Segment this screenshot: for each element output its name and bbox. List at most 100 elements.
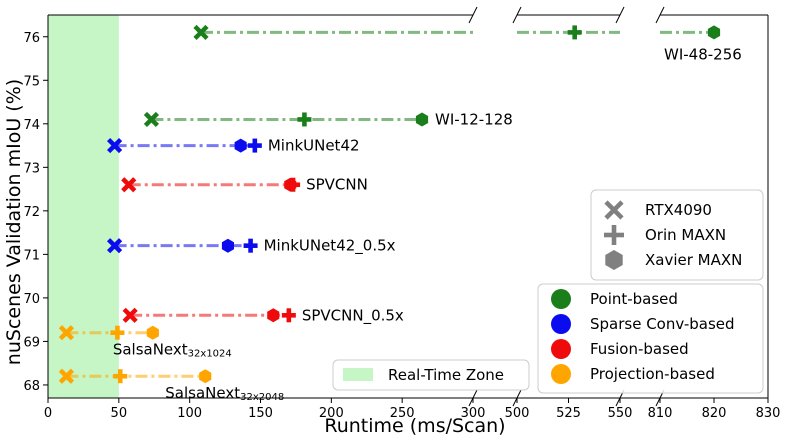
axis-break-mark (468, 6, 478, 24)
x-tick-label: 250 (390, 406, 415, 421)
rtx4090-point-stroke (58, 325, 75, 341)
orin-point-bar (572, 25, 577, 40)
x-icon (604, 200, 624, 220)
rtx4090-point-stroke (106, 137, 123, 154)
x-tick-label: 830 (756, 406, 781, 421)
series-label: MinkUNet42_0.5x (264, 237, 396, 256)
xavier-point (267, 308, 280, 323)
x-tick-label: 150 (248, 406, 273, 421)
rtx4090-point-stroke (122, 307, 138, 323)
rtx4090-point (106, 238, 123, 254)
orin-point-bar (290, 177, 296, 192)
series-group (143, 111, 429, 128)
rtx4090-point (122, 307, 138, 323)
real-time-zone-legend: Real-Time Zone (332, 359, 530, 391)
series-label-subscript: 32x2048 (240, 392, 284, 403)
hexagon-icon (605, 250, 623, 270)
series-group (193, 24, 721, 41)
orin-point (286, 177, 301, 192)
series-group (58, 325, 159, 341)
orin-point (297, 112, 312, 127)
device-legend-label: RTX4090 (645, 201, 712, 219)
y-tick-label: 69 (23, 335, 40, 350)
plus-icon (604, 225, 624, 245)
rtx4090-point-stroke (193, 24, 209, 41)
xavier-point (221, 238, 234, 253)
axis-break-mark (655, 6, 665, 24)
rtx4090-point (193, 24, 209, 41)
series-label-main: WI-12-128 (435, 110, 513, 128)
series-label-subscript: 32x1024 (188, 349, 232, 360)
series-group (121, 177, 301, 193)
y-tick-label: 68 (23, 379, 40, 394)
orin-point (243, 238, 258, 253)
series-group (122, 307, 296, 323)
x-tick-label: 500 (505, 406, 530, 421)
rtx4090-point (121, 177, 137, 193)
rtx4090-point-stroke (121, 177, 137, 193)
axis-break-mark (615, 6, 625, 24)
x-axis-title: Runtime (ms/Scan) (324, 415, 505, 437)
y-tick-label: 70 (23, 292, 40, 307)
series-group (106, 137, 262, 154)
real-time-zone-legend-box (332, 359, 530, 391)
plot-area (48, 15, 119, 398)
category-legend-marker (551, 314, 571, 334)
orin-point-bar (115, 325, 120, 340)
series-label: MinkUNet42 (268, 137, 360, 155)
category-legend-label: Projection-based (590, 365, 715, 383)
series-label: SPVCNN_0.5x (302, 306, 404, 325)
y-tick-label: 76 (23, 31, 40, 46)
category-legend-marker (551, 289, 571, 309)
orin-point (110, 325, 125, 340)
category-legend-label: Fusion-based (590, 340, 689, 358)
x-tick-label: 0 (44, 406, 52, 421)
xavier-point (199, 369, 212, 384)
series-label: SalsaNext32x2048 (165, 384, 284, 403)
category-legend-box (537, 283, 764, 394)
series-group (58, 368, 212, 384)
x-tick-label: 50 (111, 406, 128, 421)
xavier-point (707, 25, 721, 40)
x-tick-label: 550 (608, 406, 633, 421)
category-legend-marker (551, 339, 571, 359)
series-label: WI-12-128 (435, 110, 513, 128)
x-tick-label: 525 (556, 406, 581, 421)
xavier-point (415, 112, 429, 127)
orin-point-bar (302, 112, 307, 127)
series-label-main: SalsaNext (165, 384, 240, 402)
device-legend-label: Orin MAXN (645, 226, 726, 244)
x-icon-stroke (604, 200, 624, 220)
y-tick-label: 73 (23, 161, 40, 176)
y-tick-label: 72 (23, 205, 40, 220)
series-label-main: WI-48-256 (664, 45, 742, 63)
x-tick-label: 200 (319, 406, 344, 421)
orin-point-bar (252, 138, 258, 153)
device-legend-label: Xavier MAXN (645, 251, 742, 269)
rtx4090-point (58, 368, 75, 384)
rtx4090-point-stroke (106, 238, 123, 254)
real-time-zone-band (48, 15, 119, 398)
real-time-zone-legend-swatch (343, 368, 373, 381)
series-group (106, 238, 258, 254)
rtx4090-point (58, 325, 75, 341)
y-tick-label: 74 (23, 118, 40, 133)
category-legend-label: Point-based (590, 290, 678, 308)
series-label-main: MinkUNet42_0.5x (264, 237, 396, 256)
series-label: SalsaNext32x1024 (113, 341, 232, 360)
series-label-main: SPVCNN_0.5x (302, 306, 404, 325)
orin-point-bar (117, 369, 123, 384)
orin-point (113, 369, 128, 384)
x-tick-label: 100 (177, 406, 202, 421)
rtx4090-point (143, 111, 160, 128)
series-label: SPVCNN (306, 176, 368, 194)
real-time-zone-legend-label: Real-Time Zone (388, 366, 504, 384)
rtx4090-point-stroke (58, 368, 75, 384)
y-axis-title: nuScenes Validation mIoU (%) (3, 79, 25, 365)
orin-point (247, 138, 262, 153)
x-tick-label: 300 (461, 406, 486, 421)
